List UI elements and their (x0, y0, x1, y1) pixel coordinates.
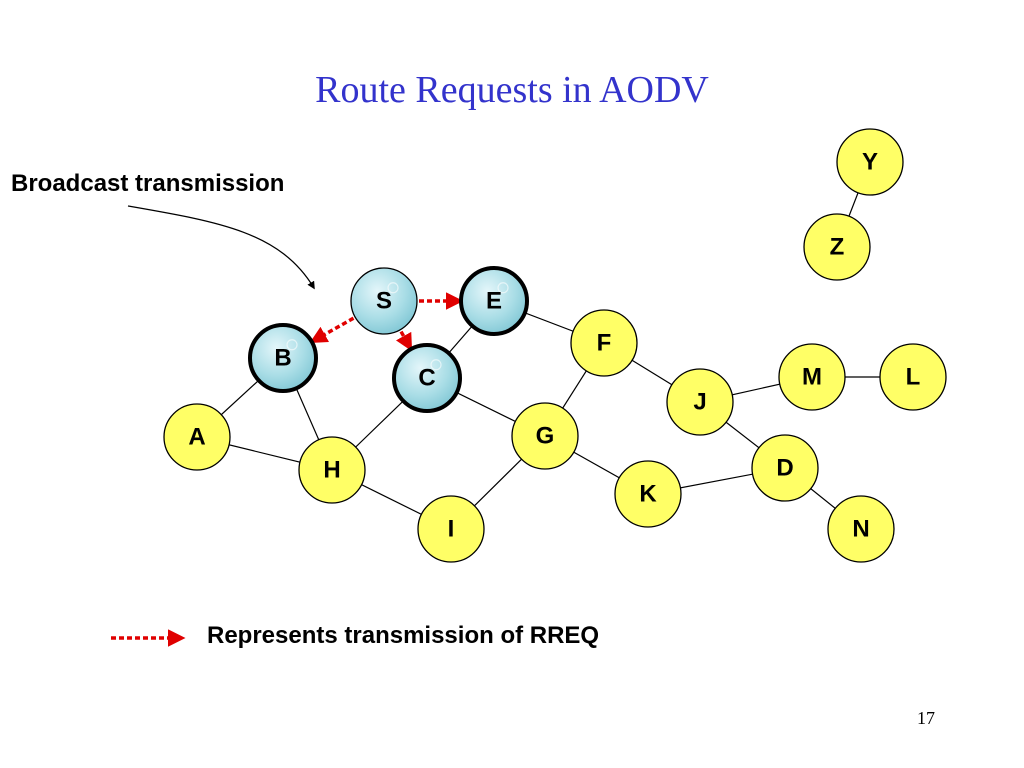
node-circle (248, 323, 318, 393)
node-label: S (376, 287, 392, 314)
node-label: D (776, 454, 793, 481)
nodes-layer: S E B C A H I G F K J D M L N Y Z (163, 128, 947, 563)
node-label: J (693, 388, 706, 415)
node-f: F (570, 309, 638, 377)
node-g: G (511, 402, 579, 470)
node-label: G (536, 422, 555, 449)
node-label: B (274, 344, 291, 371)
node-k: K (614, 460, 682, 528)
rreq-arrow-S-C (395, 330, 413, 352)
node-circle (803, 213, 871, 281)
node-circle (350, 267, 418, 335)
node-label: E (486, 287, 502, 314)
node-e: E (459, 266, 529, 336)
node-z: Z (803, 213, 871, 281)
node-circle (666, 368, 734, 436)
node-label: C (418, 364, 435, 391)
node-h: H (298, 436, 366, 504)
node-circle (778, 343, 846, 411)
node-circle (751, 434, 819, 502)
node-n: N (827, 495, 895, 563)
node-y: Y (836, 128, 904, 196)
node-d: D (751, 434, 819, 502)
slide-title: Route Requests in AODV (315, 69, 709, 111)
node-j: J (666, 368, 734, 436)
node-a: A (163, 403, 231, 471)
node-l: L (879, 343, 947, 411)
node-circle (614, 460, 682, 528)
broadcast-callout: Broadcast transmission (11, 170, 285, 197)
node-label: L (906, 363, 921, 390)
node-m: M (778, 343, 846, 411)
node-circle (298, 436, 366, 504)
node-label: A (188, 423, 205, 450)
node-circle (827, 495, 895, 563)
node-circle (392, 343, 462, 413)
node-s: S (350, 267, 418, 335)
texture-dot (430, 359, 442, 371)
node-circle (417, 495, 485, 563)
texture-dot (387, 282, 399, 294)
node-label: I (448, 515, 455, 542)
node-label: F (597, 329, 612, 356)
node-c: C (392, 343, 462, 413)
node-label: N (852, 515, 869, 542)
node-label: Z (830, 233, 845, 260)
node-circle (459, 266, 529, 336)
node-circle (163, 403, 231, 471)
node-i: I (417, 495, 485, 563)
texture-dot (286, 339, 298, 351)
node-circle (570, 309, 638, 377)
node-label: Y (862, 148, 878, 175)
node-b: B (248, 323, 318, 393)
node-circle (836, 128, 904, 196)
node-label: M (802, 363, 822, 390)
node-label: K (639, 480, 657, 507)
texture-dot (497, 282, 509, 294)
legend-label: Represents transmission of RREQ (207, 622, 600, 649)
node-circle (511, 402, 579, 470)
callout-arrow (127, 205, 315, 290)
page-number: 17 (917, 708, 935, 728)
node-label: H (323, 456, 340, 483)
rreq-layer (309, 292, 464, 352)
node-circle (879, 343, 947, 411)
rreq-arrow-S-B (309, 316, 355, 344)
